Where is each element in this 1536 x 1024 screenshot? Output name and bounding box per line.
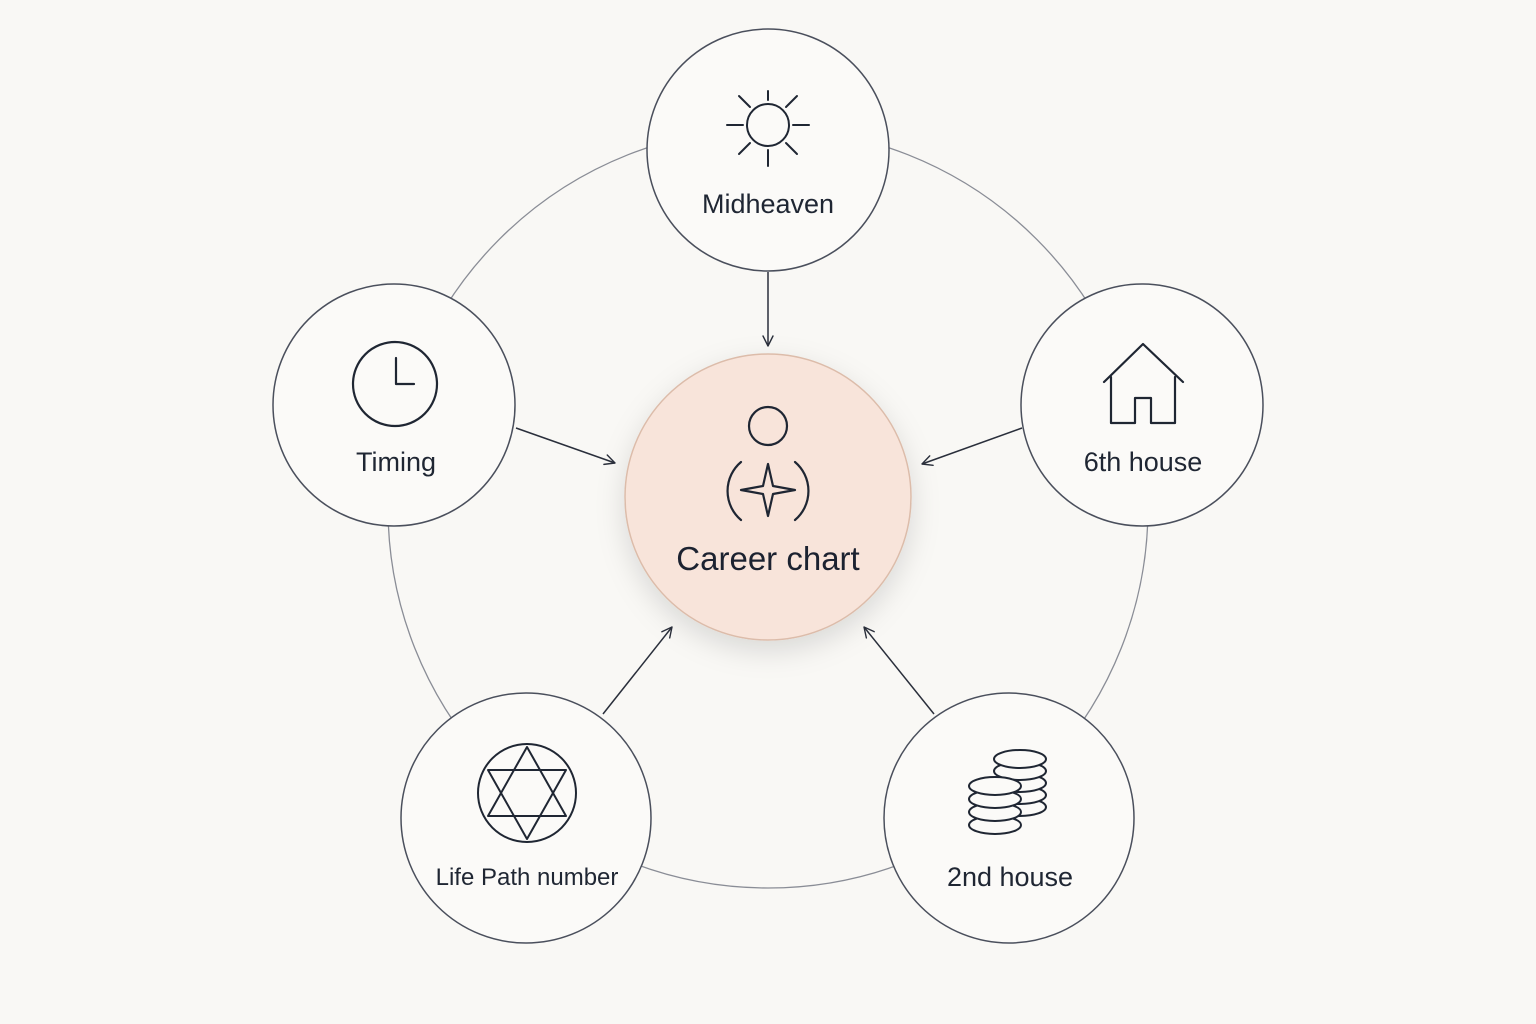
node-label-sixth-house: 6th house [1084, 447, 1203, 477]
node-label-second-house: 2nd house [947, 862, 1073, 892]
node-label-midheaven: Midheaven [702, 189, 834, 219]
node-sixth-house: 6th house [1020, 283, 1264, 527]
node-label-life-path: Life Path number [436, 864, 619, 891]
person-compass-icon [726, 405, 810, 522]
node-label-timing: Timing [356, 447, 436, 477]
arrow-sixth-house [921, 427, 1023, 467]
hexagram-icon [477, 743, 577, 843]
node-second-house: 2nd house [883, 692, 1135, 944]
node-midheaven: Midheaven [646, 28, 890, 272]
arrow-second-house [863, 626, 935, 715]
hub-label: Career chart [676, 540, 859, 577]
hub-node: Career chart [624, 353, 912, 641]
coin-stacks-icon [968, 749, 1047, 835]
node-life-path: Life Path number [400, 692, 652, 944]
node-timing: Timing [272, 283, 516, 527]
arrow-life-path [602, 626, 673, 715]
clock-icon [351, 340, 439, 428]
sun-icon [726, 90, 810, 167]
arrow-timing [515, 427, 616, 466]
house-icon [1102, 342, 1185, 425]
